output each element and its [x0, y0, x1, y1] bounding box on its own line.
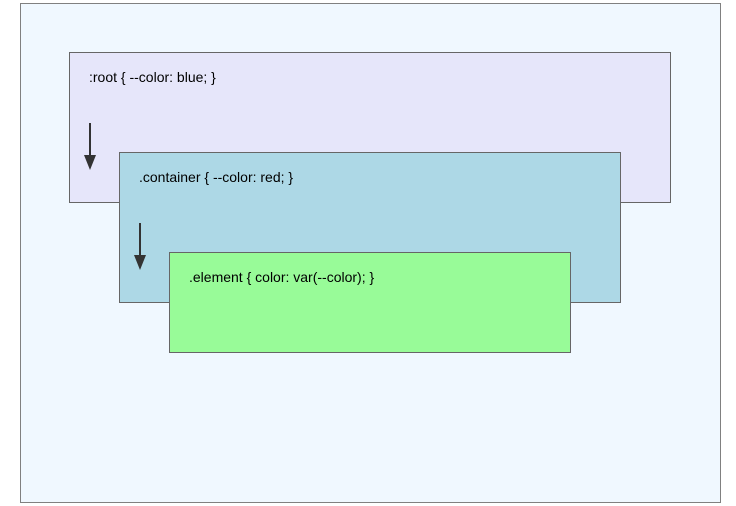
element-box-label: .element { color: var(--color); }	[189, 269, 375, 285]
root-box-label: :root { --color: blue; }	[89, 69, 216, 85]
arrow-down-icon	[84, 123, 96, 170]
element-box	[169, 252, 571, 353]
arrow-down-icon	[134, 223, 146, 270]
container-box-label: .container { --color: red; }	[139, 169, 294, 185]
